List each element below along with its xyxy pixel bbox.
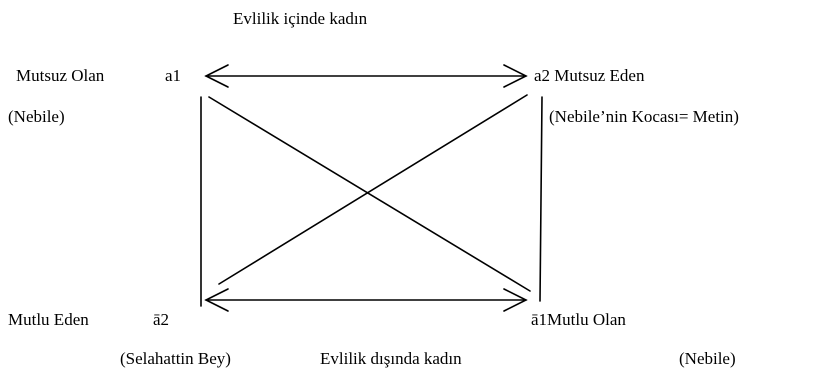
bottom-left-arrowhead	[204, 288, 229, 312]
diagonal-a2-to-a2bar	[218, 94, 528, 285]
top-left-arrowhead	[204, 64, 229, 88]
top-right-person: (Nebile’nin Kocası= Metin)	[549, 107, 739, 126]
bottom-right-person: (Nebile)	[679, 349, 736, 368]
bottom-right-name: ā1Mutlu Olan	[531, 310, 626, 329]
top-left-name: Mutsuz Olan	[16, 66, 105, 85]
top-right-arrowhead	[503, 64, 528, 88]
top-left-code: a1	[165, 66, 182, 85]
top-right-name: a2 Mutsuz Eden	[534, 66, 645, 85]
top-left-person: (Nebile)	[8, 107, 65, 126]
bottom-left-name: Mutlu Eden	[8, 310, 89, 329]
top-title: Evlilik içinde kadın	[233, 9, 368, 28]
bottom-right-arrowhead	[503, 288, 528, 312]
bottom-left-code: ā2	[153, 310, 170, 329]
bottom-left-person: (Selahattin Bey)	[120, 349, 231, 368]
diagonal-a1-to-a1bar	[208, 96, 531, 292]
right-implication-line	[539, 96, 543, 302]
bottom-title: Evlilik dışında kadın	[320, 349, 462, 368]
